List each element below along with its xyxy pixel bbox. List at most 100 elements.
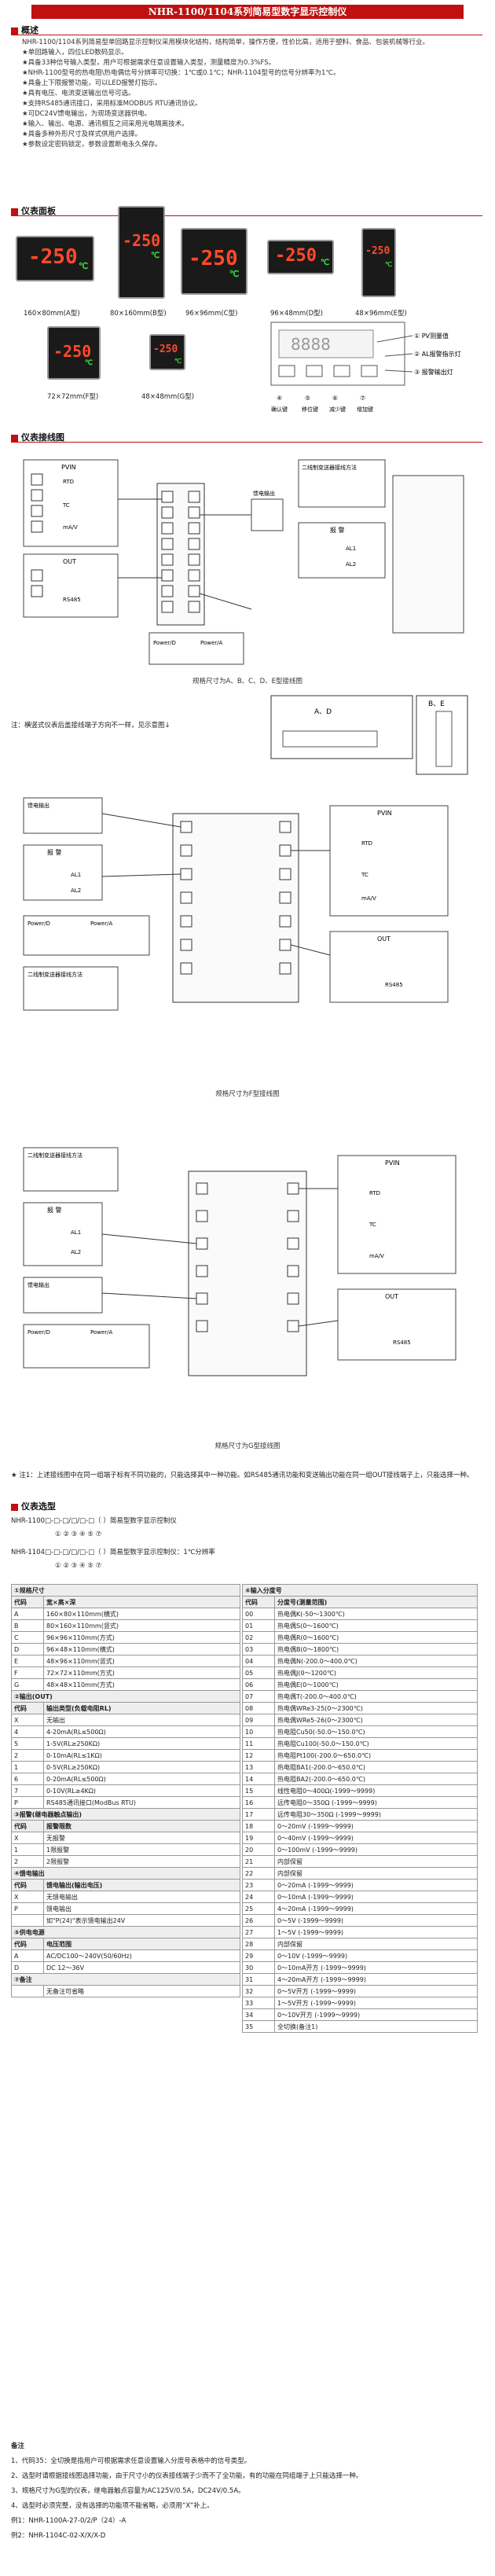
model-code-1100-nums: ① ② ③ ④ ⑤ ⑦ — [55, 1531, 102, 1538]
terminal-block-right — [392, 475, 464, 634]
table-cell-code: 26 — [242, 1914, 275, 1927]
table-cell-code: E — [11, 1655, 44, 1667]
table-section-title: ⑥输入分度号 — [242, 1584, 478, 1597]
table-cell-code: 02 — [242, 1631, 275, 1644]
power-group — [148, 632, 244, 665]
section-bullet-icon — [11, 1503, 18, 1511]
feature-item: ★单回路输入，四位LED数码显示。 — [22, 49, 128, 57]
table-cell-code — [11, 1914, 44, 1927]
table-cell-desc: 热电偶S(0～1600℃) — [274, 1619, 478, 1632]
svg-text:二线制变送器接线方法: 二线制变送器接线方法 — [28, 1152, 82, 1159]
table-cell-code: 2 — [11, 1749, 44, 1762]
svg-text:Power/D: Power/D — [153, 640, 176, 646]
divider — [11, 442, 482, 443]
table-cell-desc: 0～40mV (-1999～9999) — [274, 1832, 478, 1844]
svg-text:RS485: RS485 — [393, 1339, 411, 1346]
note-item: 例1：NHR-1100A-27-0/2/P（24）-A — [11, 2517, 126, 2525]
model-code-1104-nums: ① ② ③ ④ ⑤ ⑦ — [55, 1562, 102, 1570]
svg-text:AL1: AL1 — [71, 1229, 81, 1236]
legend-key-label: 增加键 — [357, 406, 373, 413]
panel-caption: 160×80mm(A型) — [24, 310, 80, 318]
feature-item: ★输入、输出、电源、通讯相互之间采用光电隔离技术。 — [22, 120, 189, 128]
legend-key — [278, 365, 295, 377]
panel-unit: ℃ — [385, 261, 392, 268]
table-cell-desc: 4-20mA(RL≤500Ω) — [43, 1725, 240, 1738]
wiring-caption-g: 规格尺寸为G型接线图 — [214, 1442, 280, 1450]
panel-unit: ℃ — [79, 261, 89, 271]
table-cell-code: 24 — [242, 1891, 275, 1903]
table-cell-code: 5 — [11, 1737, 44, 1750]
note-item: 例2：NHR-1104C-02-X/X/X-D — [11, 2532, 106, 2540]
table-section-row: ⑥输入分度号 — [242, 1584, 478, 1597]
alarm-group — [298, 522, 386, 579]
table-cell-code: 29 — [242, 1949, 275, 1962]
table-section-row: ①规格尺寸 — [11, 1584, 240, 1597]
legend-label-3: ③ 报警输出灯 — [414, 368, 453, 376]
wiring-heading: 仪表接线图 — [11, 431, 64, 443]
table-cell-code: B — [11, 1619, 44, 1632]
table-section-row: ②输出(OUT) — [11, 1690, 240, 1703]
table-cell-code: 代码 — [11, 1879, 44, 1891]
table-cell-code: 代码 — [11, 1702, 44, 1714]
legend-label-1: ① PV测量值 — [414, 332, 449, 340]
svg-text:Power/A: Power/A — [90, 921, 113, 927]
table-cell-code: 06 — [242, 1678, 275, 1691]
table-cell-code: 05 — [242, 1666, 275, 1679]
page-title: NHR-1100/1104系列简易型数字显示控制仪 — [31, 5, 464, 19]
legend-label-5: ⑤ — [305, 395, 310, 402]
svg-text:报 警: 报 警 — [330, 526, 345, 534]
table-cell-code: X — [11, 1891, 44, 1903]
wiring-orientation-note: 注：横竖式仪表后盖接线端子方向不一样，见示意图↓ — [11, 722, 170, 729]
table-cell-desc: 0-10mA(RL≤1KΩ) — [43, 1749, 240, 1762]
table-cell-code — [11, 1985, 44, 1997]
svg-text:RS485: RS485 — [385, 982, 403, 988]
feature-item: ★NHR-1100型号的热电阻\热电偶信号分辨率可切换：1℃或0.1℃；NHR-… — [22, 69, 340, 77]
table-cell-desc: 全切换(备注1) — [274, 2020, 478, 2033]
table-cell-desc: 0～5V (-1999～9999) — [274, 1914, 478, 1927]
svg-text:馈电输出: 馈电输出 — [253, 490, 275, 497]
panel-model-b: -250 ℃ — [118, 206, 165, 299]
svg-text:馈电输出: 馈电输出 — [28, 1281, 50, 1288]
section-bullet-icon — [11, 434, 18, 442]
table-section-title: ⑤供电电源 — [11, 1926, 240, 1938]
table-cell-desc: 无馈电输出 — [43, 1891, 240, 1903]
table-cell-code: 19 — [242, 1832, 275, 1844]
svg-text:OUT: OUT — [63, 558, 76, 565]
section-bullet-icon — [11, 208, 18, 215]
svg-text:AL1: AL1 — [346, 546, 356, 552]
table-cell-desc: 80×160×110mm(竖式) — [43, 1619, 240, 1632]
table-cell-desc: 报警限数 — [43, 1820, 240, 1832]
table-cell-code: 10 — [242, 1725, 275, 1738]
panel-display: -250 — [53, 342, 92, 361]
feature-item: ★可DC24V馈电输出，为现场变送器供电。 — [22, 110, 152, 118]
table-cell-desc: 电压范围 — [43, 1938, 240, 1950]
table-cell-code: 32 — [242, 1985, 275, 1997]
panel-caption: 48×48mm(G型) — [141, 393, 195, 401]
table-cell-desc: 热电偶K(-50～1300℃) — [274, 1608, 478, 1620]
svg-text:Power/A: Power/A — [90, 1329, 113, 1336]
table-cell-code: 6 — [11, 1773, 44, 1785]
table-cell-code: P — [11, 1902, 44, 1915]
svg-text:mA/V: mA/V — [361, 895, 376, 902]
table-cell-desc: 0～10mA (-1999～9999) — [274, 1891, 478, 1903]
panel-caption: 96×48mm(D型) — [270, 310, 323, 318]
table-cell-code: 18 — [242, 1820, 275, 1832]
